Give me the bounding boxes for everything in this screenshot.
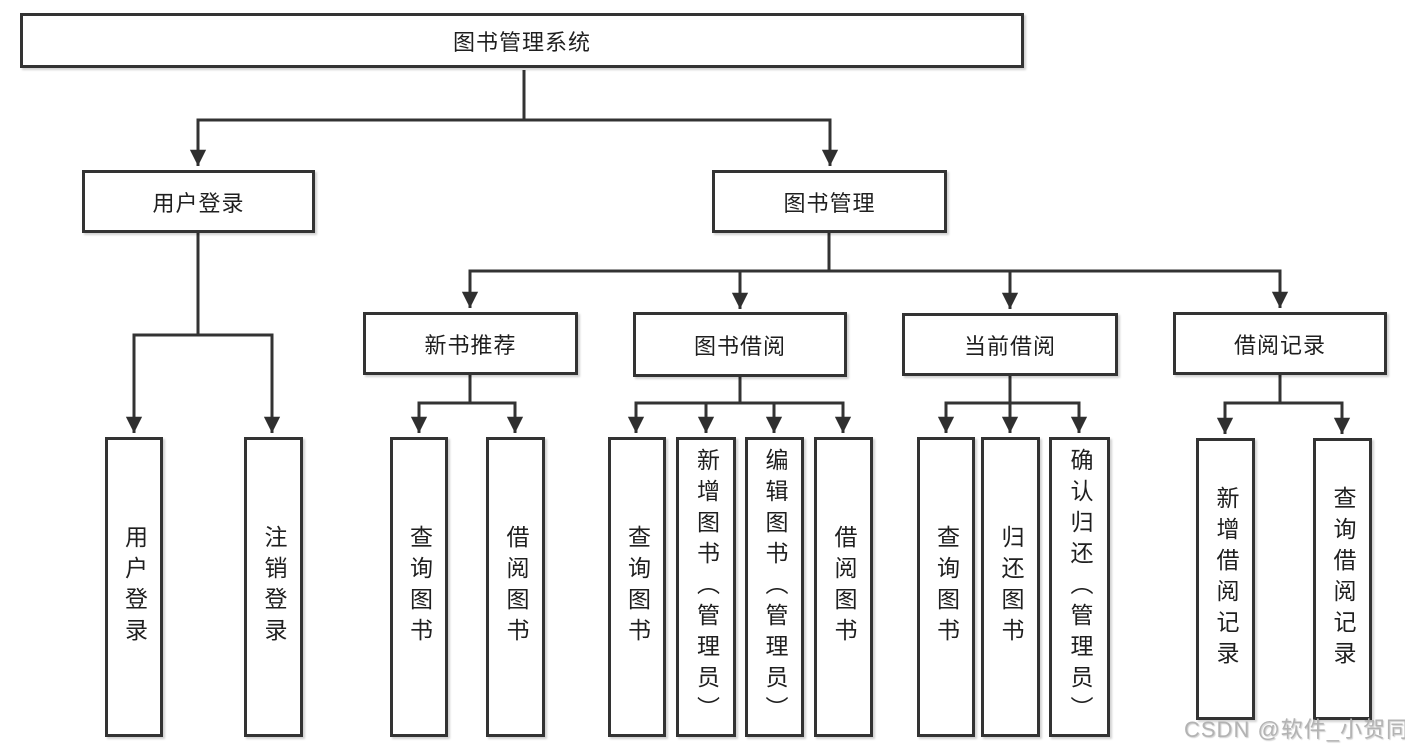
edges-borrow-records [1216, 375, 1351, 434]
watermark-text: CSDN @软件_小贺同学 [1184, 717, 1405, 742]
node-book-management: 图书管理 [712, 170, 947, 233]
node-current-borrow: 当前借阅 [902, 313, 1118, 376]
leaf-borrow-query-books: 查询图书 [608, 437, 666, 737]
leaf-current-confirm-return-admin: 确认归还（管理员） [1049, 437, 1110, 737]
edges-book-management [461, 233, 1289, 309]
leaf-borrow-add-books-admin: 新增图书（管理员） [676, 437, 736, 737]
edges-new-book-recommend [410, 375, 524, 433]
edges-book-borrow [627, 376, 852, 433]
node-root: 图书管理系统 [20, 13, 1024, 68]
node-new-book-recommend: 新书推荐 [363, 312, 578, 375]
leaf-user-login: 用户登录 [105, 437, 163, 737]
leaf-recommend-borrow-books: 借阅图书 [486, 437, 545, 737]
edges-root [189, 70, 839, 166]
edges-current-borrow [937, 376, 1088, 433]
node-book-borrow: 图书借阅 [633, 312, 847, 377]
edges-user-login [125, 233, 281, 433]
leaf-current-query-books: 查询图书 [917, 437, 975, 737]
leaf-recommend-query-books: 查询图书 [390, 437, 448, 737]
leaf-records-add-record: 新增借阅记录 [1196, 438, 1255, 720]
node-borrow-records: 借阅记录 [1173, 312, 1387, 375]
leaf-current-return-books: 归还图书 [981, 437, 1040, 737]
node-user-login: 用户登录 [82, 170, 315, 233]
leaf-borrow-borrow-books: 借阅图书 [814, 437, 873, 737]
leaf-borrow-edit-books-admin: 编辑图书（管理员） [745, 437, 804, 737]
leaf-records-query-record: 查询借阅记录 [1313, 438, 1372, 720]
leaf-logout: 注销登录 [244, 437, 303, 737]
